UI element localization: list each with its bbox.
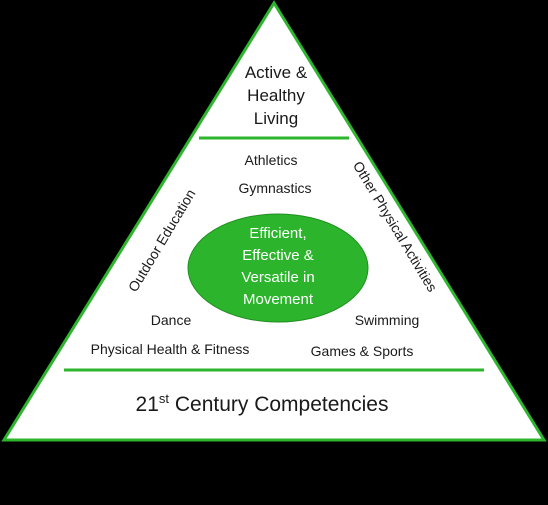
activity-dance: Dance bbox=[151, 312, 192, 328]
center-line-2: Effective & bbox=[242, 247, 313, 264]
activity-athletics: Athletics bbox=[245, 152, 298, 168]
activity-gymnastics: Gymnastics bbox=[238, 180, 311, 196]
center-line-1: Efficient, bbox=[249, 225, 306, 242]
activity-games-sports: Games & Sports bbox=[311, 343, 414, 359]
base-superscript: st bbox=[159, 391, 170, 406]
center-line-4: Movement bbox=[243, 291, 314, 308]
apex-line-1: Active & bbox=[245, 63, 308, 82]
center-line-3: Versatile in bbox=[241, 269, 314, 286]
apex-line-2: Healthy bbox=[247, 86, 305, 105]
apex-line-3: Living bbox=[254, 109, 298, 128]
base-competencies-label: 21st Century Competencies bbox=[136, 391, 389, 416]
base-suffix: Century Competencies bbox=[169, 393, 388, 416]
activity-physical-health: Physical Health & Fitness bbox=[91, 341, 250, 357]
base-prefix: 21 bbox=[136, 393, 159, 416]
center-ellipse bbox=[187, 213, 369, 323]
activity-swimming: Swimming bbox=[355, 312, 420, 328]
